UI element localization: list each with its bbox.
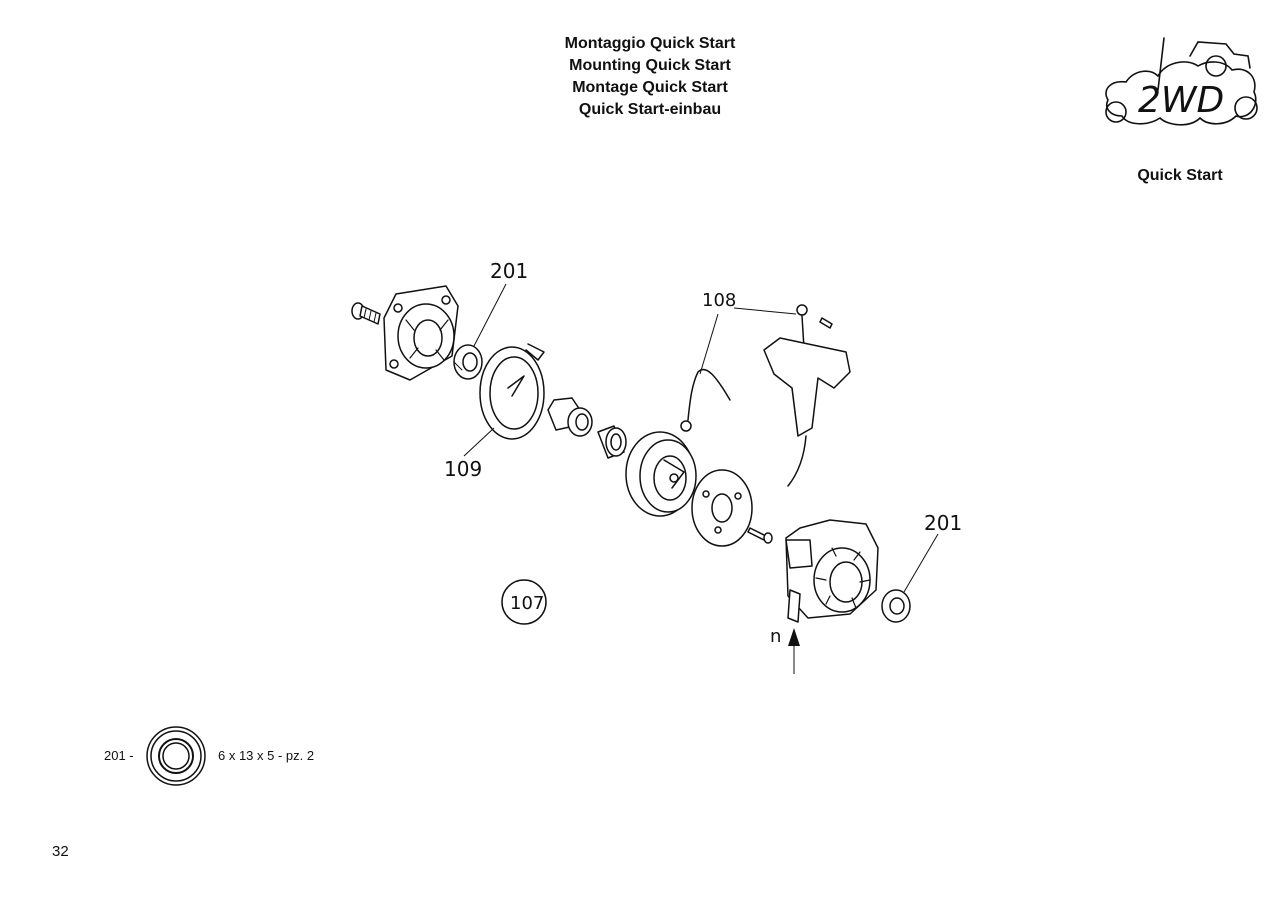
2wd-car-logo: 2WD xyxy=(1105,37,1258,126)
assembly-circle xyxy=(501,579,547,625)
parts-legend: 201 - 6 x 13 x 5 - pz. 2 xyxy=(104,724,344,794)
logo-caption: Quick Start xyxy=(1137,167,1223,184)
callout-109: 109 xyxy=(444,457,482,481)
callout-201-right: 201 xyxy=(924,511,962,535)
pulley xyxy=(625,431,697,517)
hex-nut xyxy=(547,397,593,437)
starter-handle xyxy=(763,304,851,487)
recoil-spring xyxy=(479,343,545,440)
mounting-screw xyxy=(351,302,381,325)
title-italian: Montaggio Quick Start xyxy=(564,35,736,52)
legend-spec: 6 x 13 x 5 - pz. 2 xyxy=(218,748,315,763)
bearing-right xyxy=(881,589,911,623)
page-number: 32 xyxy=(52,843,69,860)
small-screw xyxy=(747,527,773,544)
bearing-ring-icon xyxy=(146,726,206,786)
front-housing-flange xyxy=(383,285,459,381)
bushing xyxy=(597,425,627,459)
legend-code: 201 - xyxy=(104,748,134,763)
washer-plate xyxy=(691,469,753,547)
bearing-top xyxy=(453,344,483,380)
title-english: Mounting Quick Start xyxy=(569,57,731,74)
page-title: Montaggio Quick Start Mounting Quick Sta… xyxy=(500,33,800,121)
rear-housing xyxy=(785,519,879,623)
direction-arrow xyxy=(788,628,800,646)
callout-108: 108 xyxy=(702,290,736,311)
logo-text: 2WD xyxy=(1138,80,1224,121)
callout-direction-n: n xyxy=(770,626,781,647)
callout-107: 107 xyxy=(510,593,544,614)
title-german: Quick Start-einbau xyxy=(578,101,722,118)
starter-cable xyxy=(680,368,731,432)
callout-201-top: 201 xyxy=(490,259,528,283)
title-french: Montage Quick Start xyxy=(572,79,728,96)
